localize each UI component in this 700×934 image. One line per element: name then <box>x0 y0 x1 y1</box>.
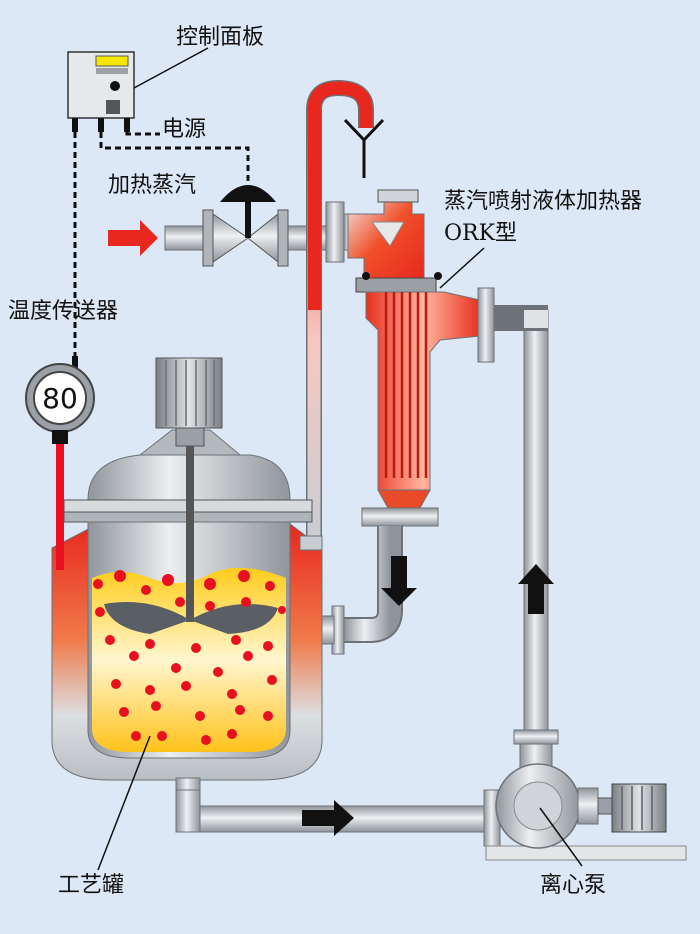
heater-leader <box>439 247 485 289</box>
signal-lines <box>73 132 250 360</box>
label-heater-name: 蒸汽喷射液体加热器 <box>444 189 642 214</box>
control-valve <box>202 185 289 267</box>
flow-arrow-icon <box>381 556 417 606</box>
jacket-steam-pipe-outline <box>306 79 374 545</box>
gauge-icon: 80 <box>25 356 95 444</box>
vent-icon <box>343 118 385 178</box>
steam-injection-heater <box>347 189 481 527</box>
recirculation-pipe <box>523 309 549 741</box>
label-control-panel: 控制面板 <box>176 25 264 50</box>
agitator-motor-icon <box>104 357 278 634</box>
label-heating-steam: 加热蒸汽 <box>108 173 196 198</box>
centrifugal-pump <box>485 729 687 861</box>
control-panel-leader <box>133 47 209 89</box>
tank-leader <box>97 735 151 871</box>
label-temp-transmitter: 温度传送器 <box>8 299 118 324</box>
label-process-tank: 工艺罐 <box>58 873 124 898</box>
gauge-reading: 80 <box>42 382 78 415</box>
control-panel-icon <box>67 51 135 132</box>
label-power: 电源 <box>162 117 206 142</box>
heater-outlet-pipe <box>344 526 401 641</box>
temp-probe <box>56 440 64 570</box>
pump-leader <box>539 807 583 867</box>
steam-inlet-arrow-icon <box>108 220 158 256</box>
label-heater-model: ORK型 <box>444 221 517 246</box>
steam-flange <box>325 201 345 263</box>
label-centrifugal-pump: 离心泵 <box>540 873 606 898</box>
flow-arrow-icon <box>302 800 354 836</box>
steam-bubbles <box>93 570 286 745</box>
flow-arrow-icon <box>518 564 554 614</box>
